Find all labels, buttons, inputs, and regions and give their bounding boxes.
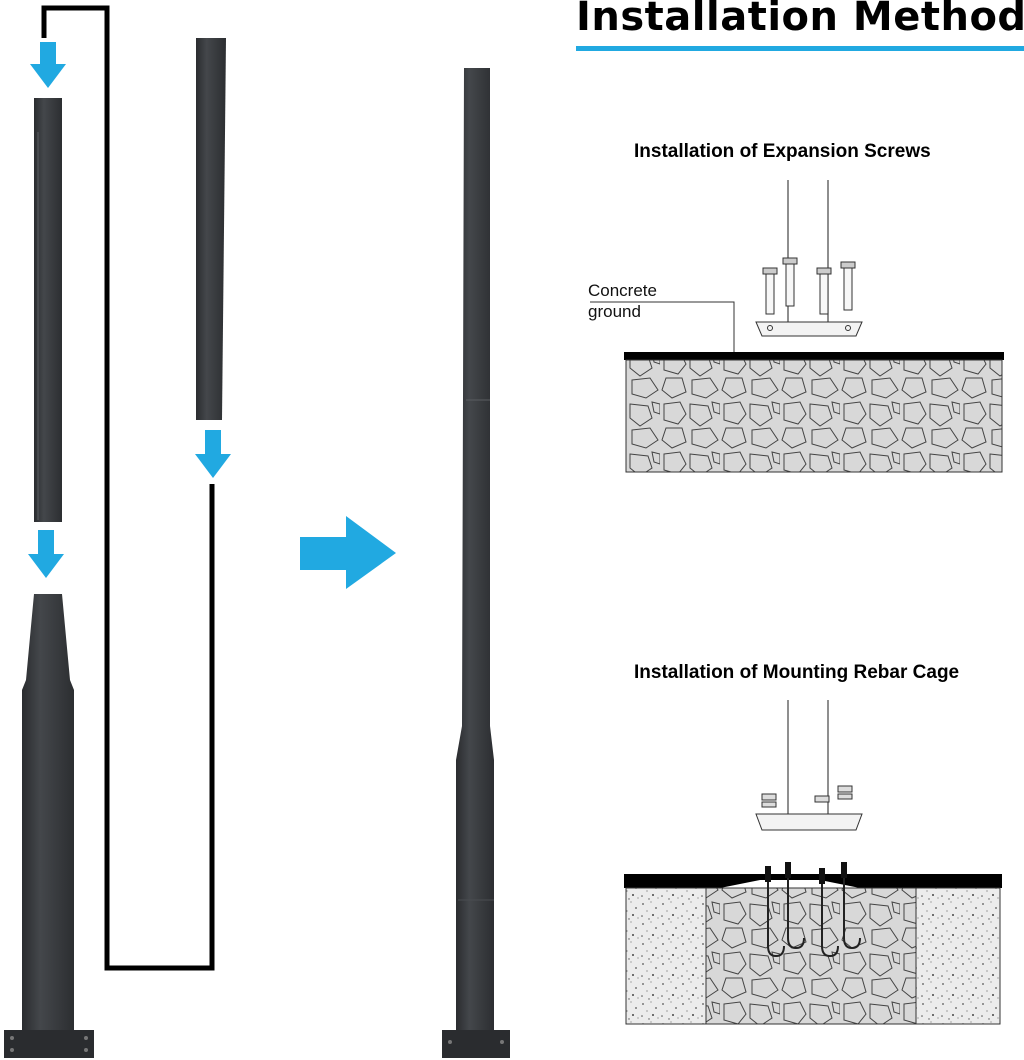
- expansion-screws-diagram: [590, 180, 1004, 473]
- title-underline: [576, 46, 1024, 51]
- page-title: Installation Methods: [576, 0, 1024, 40]
- down-arrow-icon: [195, 430, 231, 478]
- section-title-expansion-screws: Installation of Expansion Screws: [634, 141, 931, 162]
- top-pole-section: [34, 98, 62, 522]
- bottom-pole-section: [4, 594, 94, 1058]
- connector-line: [41, 5, 215, 971]
- concrete-ground-label: Concrete ground: [588, 280, 657, 322]
- rebar-cage-diagram: [624, 700, 1002, 1025]
- concrete-label-line2: ground: [588, 302, 641, 321]
- assembled-pole: [442, 68, 510, 1058]
- down-arrow-icon: [30, 42, 66, 88]
- down-arrow-icon: [28, 530, 64, 578]
- right-arrow-icon: [300, 516, 396, 589]
- section-title-rebar-cage: Installation of Mounting Rebar Cage: [634, 662, 960, 683]
- middle-pole-section: [196, 38, 226, 420]
- concrete-label-line1: Concrete: [588, 281, 657, 300]
